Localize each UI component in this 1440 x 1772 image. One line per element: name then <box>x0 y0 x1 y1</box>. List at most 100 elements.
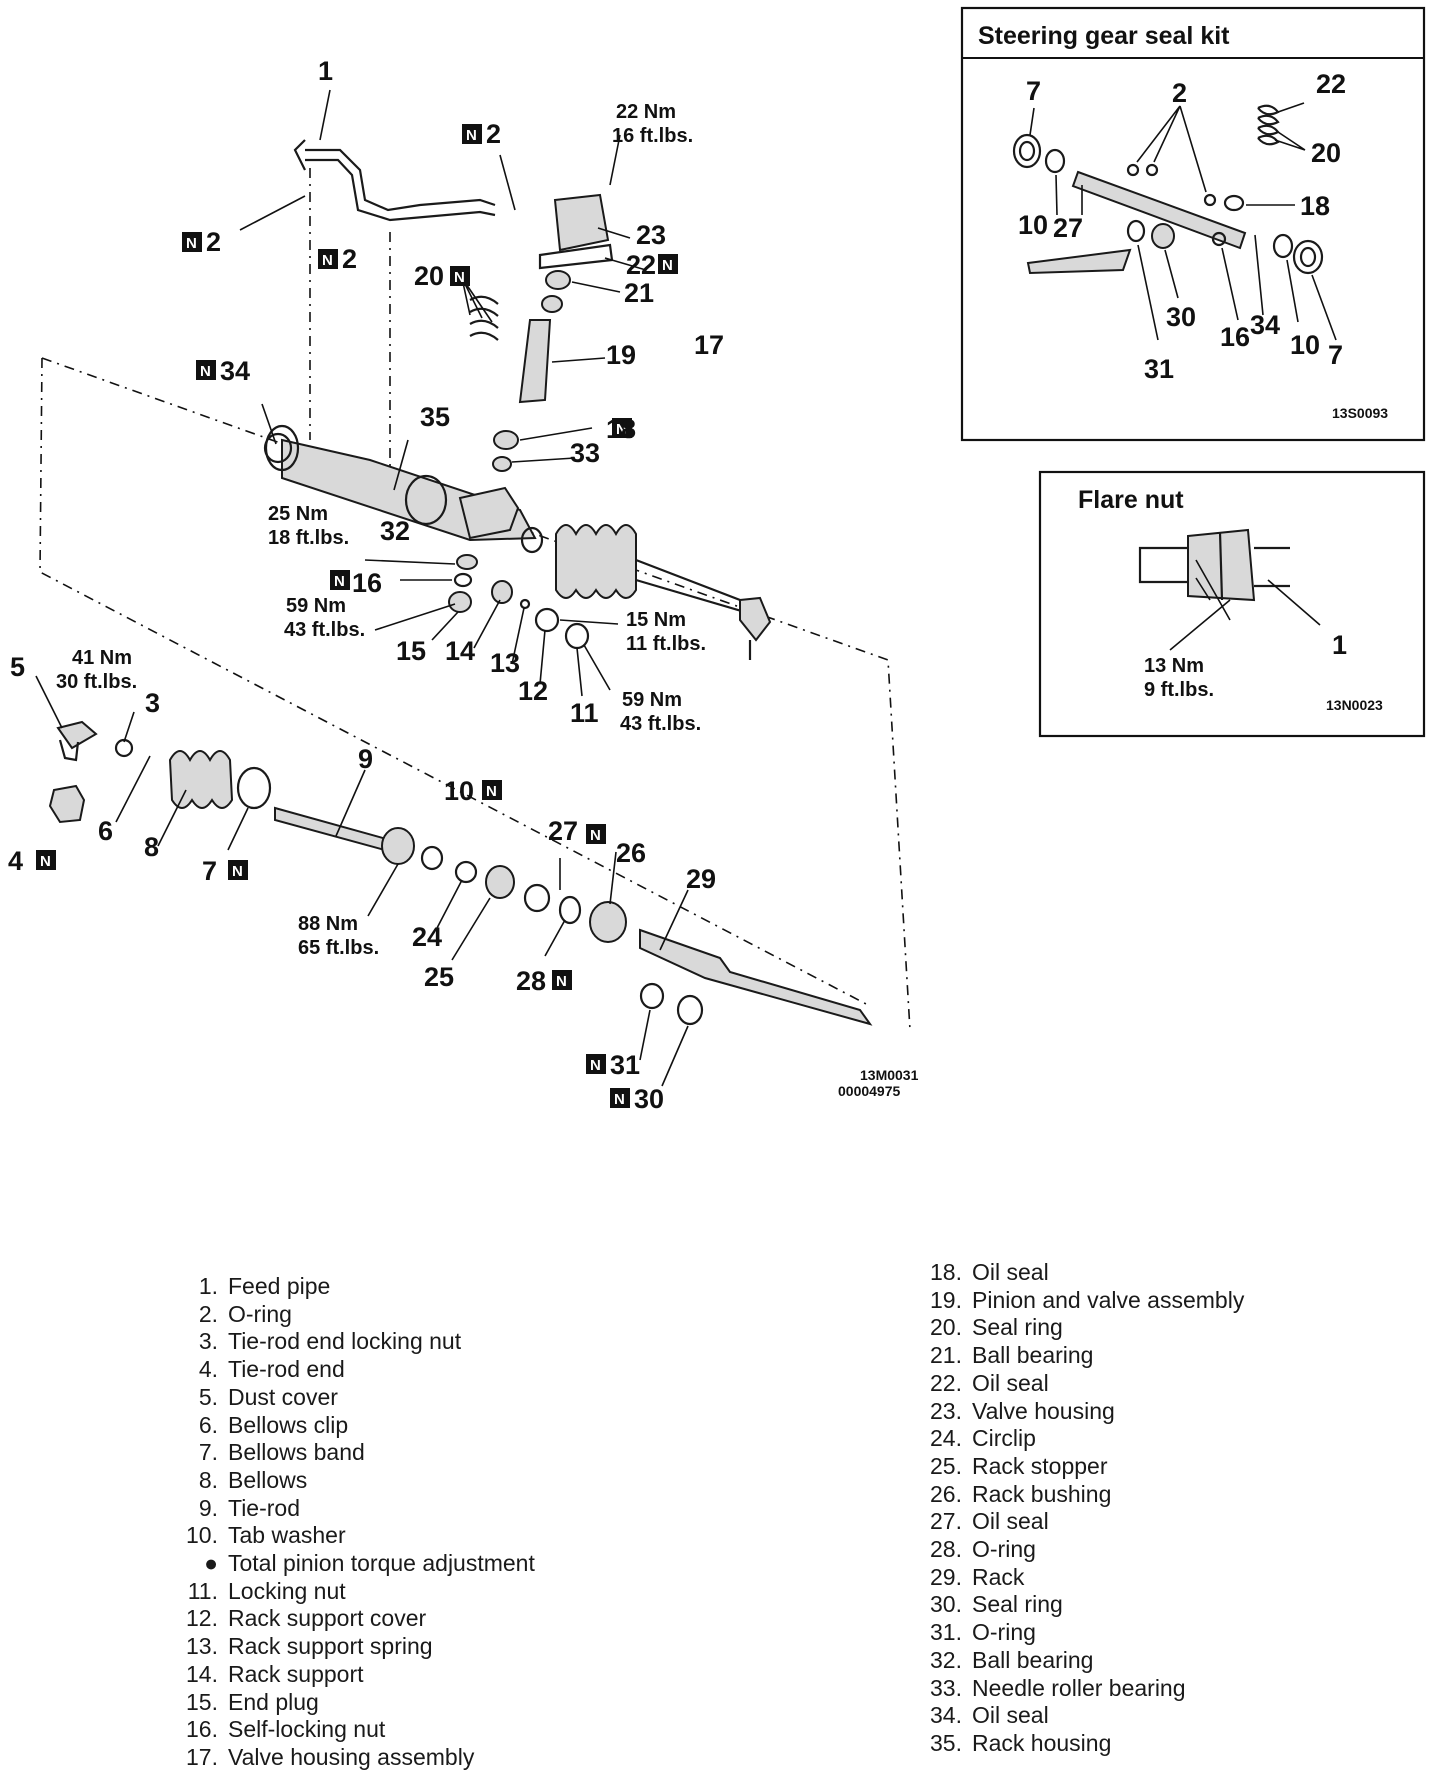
legend-item-number: 35. <box>930 1729 962 1756</box>
part-label-12: 12 <box>518 676 548 706</box>
new-part-badge: N <box>586 1054 606 1074</box>
svg-text:N: N <box>616 421 627 438</box>
part-label-26: 26 <box>616 838 646 868</box>
part-label-31: 31 <box>610 1050 640 1080</box>
flare-nut-torque-ft: 9 ft.lbs. <box>1144 679 1214 701</box>
legend-item-text: Rack <box>972 1563 1025 1590</box>
part-label-20: 20 <box>414 261 444 291</box>
seal-kit-label-20: 20 <box>1311 138 1341 168</box>
part-label-10: 10 <box>444 776 474 806</box>
legend-item-text: Self-locking nut <box>228 1716 386 1743</box>
legend-item-text: Bellows band <box>228 1439 365 1466</box>
legend-item-text: Locking nut <box>228 1577 346 1604</box>
legend-item: 23.Valve housing <box>918 1398 1244 1426</box>
legend-item-text: Pinion and valve assembly <box>972 1286 1245 1313</box>
torque-88-ft: 65 ft.lbs. <box>298 937 379 959</box>
part-label-15: 15 <box>396 636 426 666</box>
legend-item: 31.O-ring <box>918 1619 1244 1647</box>
torque-25-nm: 25 Nm <box>268 503 328 525</box>
legend-item: 16. Self-locking nut <box>174 1716 535 1744</box>
seal-kit-code: 13S0093 <box>1332 405 1388 421</box>
flare-nut-label-1: 1 <box>1332 630 1347 660</box>
legend-item: 3.Tie-rod end locking nut <box>174 1328 535 1356</box>
torque-15-ft: 11 ft.lbs. <box>626 633 706 655</box>
legend-item-number: 13. <box>186 1633 218 1660</box>
legend-item: 26.Rack bushing <box>918 1481 1244 1509</box>
part-label-21: 21 <box>624 278 654 308</box>
torque-59a-nm: 59 Nm <box>286 595 346 617</box>
main-exploded-view: N N N N N N N N N N N N N N N 1 2 2 2 3 … <box>8 56 919 1114</box>
svg-text:N: N <box>40 853 51 870</box>
legend-item-text: Tie-rod <box>228 1494 300 1521</box>
seal-kit-panel: Steering gear seal kit 7 2 2 <box>960 6 1426 442</box>
legend-item: 33.Needle roller bearing <box>918 1675 1244 1703</box>
new-part-badge: N <box>182 232 202 252</box>
legend-item: 27.Oil seal <box>918 1508 1244 1536</box>
part-label-18: 18 <box>606 414 636 444</box>
part-label-8: 8 <box>144 832 159 862</box>
legend-item: 24.Circlip <box>918 1425 1244 1453</box>
torque-25-ft: 18 ft.lbs. <box>268 527 349 549</box>
part-label-14: 14 <box>445 636 475 666</box>
seal-kit-label-30: 30 <box>1166 302 1196 332</box>
legend-item-number: 15. <box>186 1688 218 1715</box>
legend-item-text: O-ring <box>228 1300 292 1327</box>
legend-item: 14.Rack support <box>174 1661 535 1689</box>
part-label-25: 25 <box>424 962 454 992</box>
svg-text:N: N <box>200 363 211 380</box>
legend-item-text: Tab washer <box>228 1522 346 1549</box>
torque-59b-nm: 59 Nm <box>622 689 682 711</box>
figure-code-line1: 13M0031 <box>860 1067 919 1083</box>
part-label-2a: 2 <box>486 119 501 149</box>
legend-item-text: Oil seal <box>972 1508 1049 1535</box>
new-part-badge: N <box>450 266 470 286</box>
legend-item-number: 12. <box>186 1605 218 1632</box>
legend-item-number: 23. <box>930 1397 962 1424</box>
new-part-badge: N <box>658 254 678 274</box>
part-label-30: 30 <box>634 1084 664 1114</box>
legend-item-number: 28. <box>930 1536 962 1563</box>
legend-item-text: Valve housing assembly <box>228 1743 475 1770</box>
flare-nut-panel: Flare nut 13 Nm 9 ft.lbs. 1 13N0023 <box>1038 470 1426 738</box>
svg-text:N: N <box>614 1091 625 1108</box>
legend-item-number: 26. <box>930 1480 962 1507</box>
seal-kit-label-18: 18 <box>1300 191 1330 221</box>
svg-text:N: N <box>556 973 567 990</box>
figure-code-line2: 00004975 <box>838 1083 901 1099</box>
legend-item: 25.Rack stopper <box>918 1453 1244 1481</box>
new-part-badge: N <box>482 780 502 800</box>
new-part-badge: N <box>612 418 632 438</box>
legend-item-number: 11. <box>187 1577 218 1604</box>
legend-item-number: 21. <box>930 1342 962 1369</box>
part-label-29: 29 <box>686 864 716 894</box>
part-label-32: 32 <box>380 516 410 546</box>
torque-15-nm: 15 Nm <box>626 609 686 631</box>
seal-kit-title: Steering gear seal kit <box>978 22 1230 50</box>
legend-item-text: Seal ring <box>972 1591 1063 1618</box>
legend-item: 9.Tie-rod <box>174 1495 535 1523</box>
legend-item-number: 16. <box>186 1716 218 1743</box>
part-label-24: 24 <box>412 922 442 952</box>
legend-item-number: 18. <box>930 1259 962 1285</box>
legend-item: 29.Rack <box>918 1564 1244 1592</box>
legend-item-text: Rack support cover <box>228 1605 427 1632</box>
legend-item: 20.Seal ring <box>918 1314 1244 1342</box>
svg-text:N: N <box>590 1057 601 1074</box>
legend-item-number: 6. <box>198 1411 218 1438</box>
flare-nut-torque-nm: 13 Nm <box>1144 655 1204 677</box>
legend-item: 10.Tab washer <box>174 1522 535 1550</box>
legend-item-number: 14. <box>186 1660 218 1687</box>
legend-item: 13.Rack support spring <box>174 1633 535 1661</box>
seal-kit-label-10a: 10 <box>1018 210 1048 240</box>
svg-text:N: N <box>334 573 345 590</box>
legend-item-number: 5. <box>198 1383 218 1410</box>
seal-kit-label-2: 2 <box>1172 78 1187 108</box>
legend-item-text: Ball bearing <box>972 1342 1094 1369</box>
new-part-badge: N <box>586 824 606 844</box>
torque-59a-ft: 43 ft.lbs. <box>284 619 365 641</box>
seal-kit-label-22: 22 <box>1316 69 1346 99</box>
legend-item: 18.Oil seal <box>918 1259 1244 1287</box>
torque-22-ft: 16 ft.lbs. <box>612 125 693 147</box>
legend-item-text: Dust cover <box>228 1383 338 1410</box>
